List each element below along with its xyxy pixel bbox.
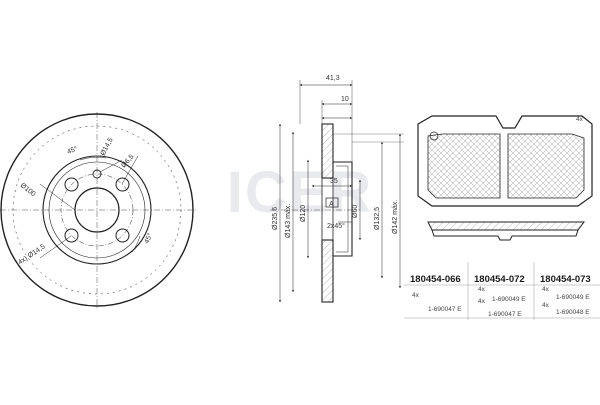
datum-label-a: A (329, 201, 334, 208)
dim-diameter-143-max: Ø143 máx. (285, 204, 292, 238)
part-2-row-2-ref: 1-690047 E (488, 311, 522, 318)
dim-height-35: 35 (330, 178, 338, 185)
friction-ring-lower (321, 239, 334, 303)
dim-diameter-132-5: Ø132,5 (374, 207, 381, 230)
part-3-row-1-ref: 1-690049 E (556, 294, 590, 301)
part-3-row-2-qty: 4x (542, 302, 550, 309)
datum-a-box (325, 197, 339, 208)
friction-ring-upper (321, 123, 334, 179)
dim-diameter-60: Ø60 (352, 205, 359, 218)
dim-width-41-3: 41,3 (326, 75, 340, 82)
dim-hole-14-5-top: Ø14,5 (100, 137, 115, 157)
pad-friction-left (427, 133, 501, 199)
bolt-hole (64, 228, 79, 243)
bolt-hole (64, 177, 79, 192)
bolt-hole (115, 228, 130, 243)
dim-holes-4x-14-5: (4x) Ø14,5 (15, 243, 46, 267)
pad-backplate (417, 115, 593, 207)
disc-hat-section (333, 161, 353, 257)
dim-diameter-142-max: Ø142 máx. (392, 200, 399, 234)
disc-front-view (0, 112, 196, 308)
part-2-row-2-qty: 4x (478, 298, 486, 305)
part-3-row-2-ref: 1-690048 E (556, 309, 590, 316)
dim-chamfer: 2x45° (327, 222, 345, 230)
dim-angle-45-bottom: 45° (143, 232, 155, 245)
pad-wear-sensor-hole (429, 131, 439, 141)
brake-pad-drawing (417, 115, 593, 241)
part-3-row-1-qty: 4x (542, 286, 550, 293)
part-2-row-1-ref: 1-690049 E (492, 296, 526, 303)
pad-friction-right (507, 133, 585, 199)
disc-side-view (270, 80, 404, 303)
dim-hole-6-5: Ø6,5 (120, 153, 135, 169)
pad-edge-friction (427, 221, 585, 231)
part-2-row-1-qty: 4x (478, 286, 486, 293)
part-number-table (404, 262, 600, 320)
dim-width-10: 10 (341, 96, 349, 103)
part-code-3: 180454-073 (540, 274, 591, 285)
part-1-row-1-ref: 1-690047 E (428, 306, 462, 313)
dim-bolt-circle-100: Ø100 (19, 182, 37, 198)
dim-angle-45-top: 45° (66, 145, 79, 156)
bolt-hole (115, 177, 130, 192)
dim-diameter-120: Ø120 (300, 205, 307, 222)
icer-watermark-logo: ICER (227, 160, 374, 225)
pad-count: 4x (576, 116, 584, 123)
dim-diameter-235-6: Ø235,6 (272, 207, 279, 230)
part-1-row-1-qty: 4x (412, 292, 420, 299)
pad-edge-backplate (431, 229, 579, 241)
part-code-1: 180454-066 (410, 274, 461, 285)
part-code-2: 180454-072 (474, 274, 525, 285)
